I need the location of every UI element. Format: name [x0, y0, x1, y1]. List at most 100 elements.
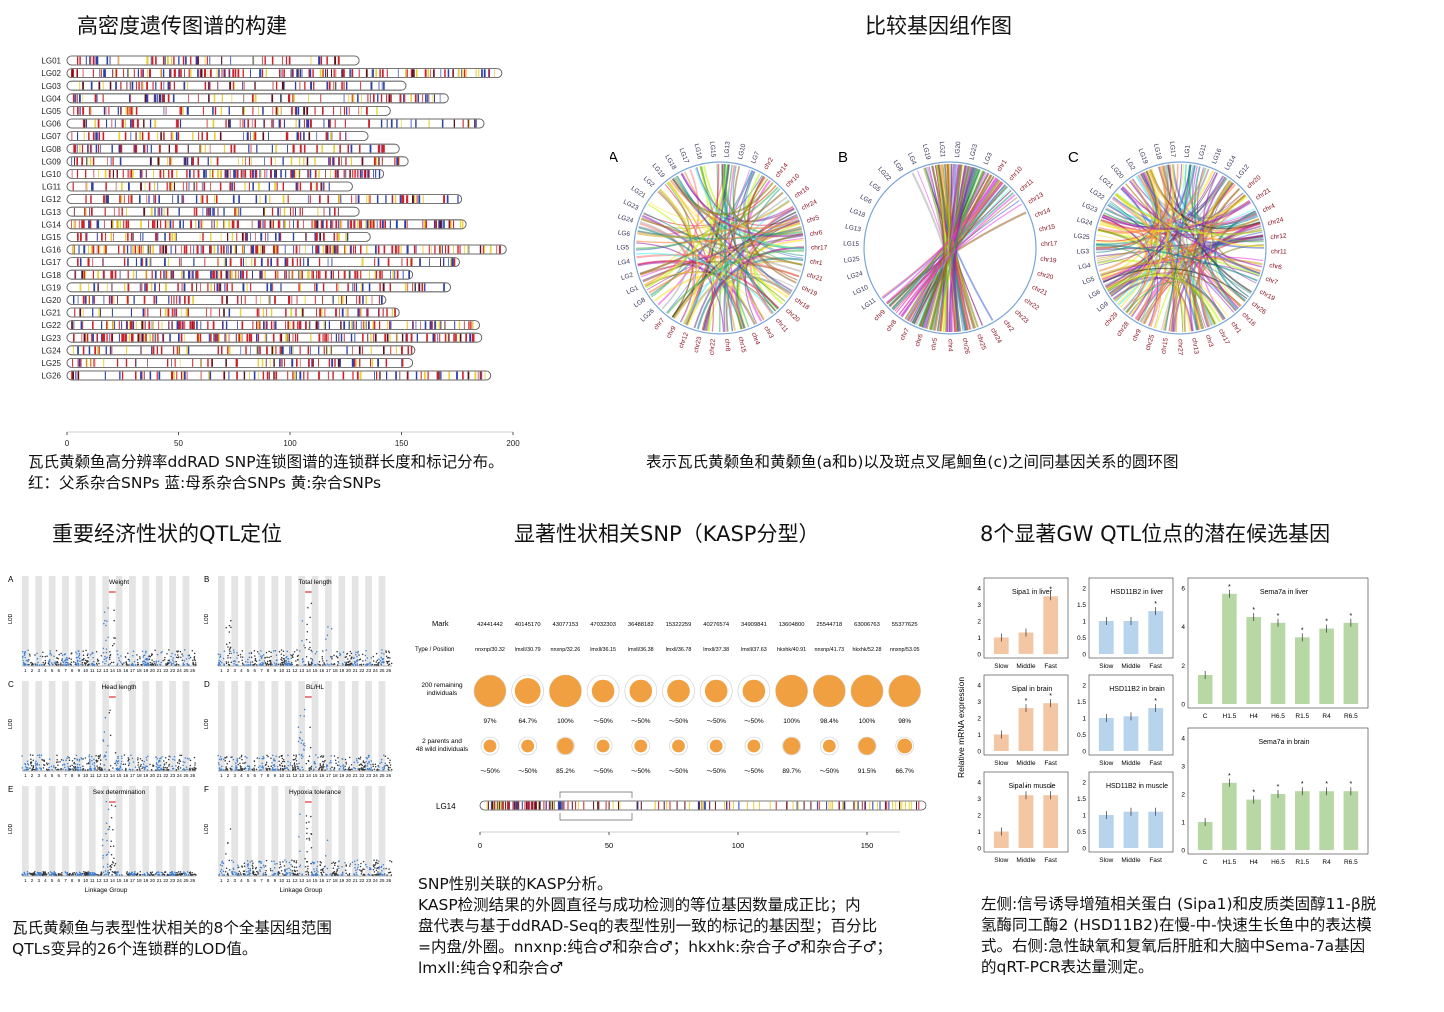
- qtl-lg-tick: 14: [110, 668, 116, 673]
- qtl-point: [304, 745, 306, 747]
- snp-marker: [264, 195, 267, 203]
- lg-outline: [66, 370, 492, 381]
- snp-marker: [223, 258, 225, 266]
- snp-marker: [314, 157, 316, 166]
- snp-marker: [155, 56, 157, 65]
- snp-marker: [234, 170, 236, 178]
- snp-marker: [355, 283, 358, 292]
- qtl-point: [120, 755, 123, 758]
- snp-marker: [453, 333, 455, 342]
- snp-marker: [386, 308, 388, 317]
- snp-marker: [85, 119, 87, 128]
- qtl-lg-tick: 10: [279, 773, 285, 778]
- snp-marker: [297, 132, 300, 140]
- snp-marker: [235, 359, 237, 367]
- snp-marker: [341, 69, 342, 77]
- qtl-point: [347, 768, 349, 771]
- snp-marker: [292, 207, 294, 216]
- circos-label: LG5: [1082, 276, 1096, 287]
- qtl-point: [273, 650, 275, 652]
- snp-marker: [308, 94, 309, 103]
- qtl-point: [330, 769, 332, 771]
- snp-marker: [217, 258, 219, 266]
- qtl-point: [381, 661, 383, 664]
- qtl-point: [124, 769, 127, 771]
- snp-marker: [407, 346, 409, 355]
- snp-marker: [240, 207, 242, 216]
- circos-link: [942, 163, 951, 332]
- snp-marker: [91, 245, 93, 254]
- qtl-point: [114, 762, 116, 765]
- qtl-point: [182, 761, 185, 763]
- qtl-point: [375, 652, 378, 655]
- snp-marker: [299, 69, 302, 77]
- snp-marker: [401, 346, 403, 355]
- snp-marker: [401, 359, 402, 367]
- qtl-point: [93, 764, 96, 767]
- snp-marker: [77, 233, 79, 241]
- qtl-point: [108, 825, 111, 828]
- circos-label: chr20: [784, 307, 801, 323]
- circos-label: chr16: [1240, 311, 1257, 328]
- qtl-point: [145, 658, 148, 661]
- qtl-lg-tick: 2: [31, 773, 34, 778]
- qtl-point: [127, 760, 129, 762]
- qtl-point: [100, 871, 103, 873]
- qtl-point: [380, 761, 383, 764]
- qtl-point: [92, 656, 94, 659]
- qtl-point: [280, 653, 283, 655]
- snp-marker: [143, 119, 145, 128]
- circos-label: chr5: [806, 214, 821, 225]
- qtl-point: [136, 768, 139, 771]
- snp-marker: [159, 245, 161, 254]
- snp-marker: [224, 69, 226, 77]
- snp-marker: [425, 94, 427, 103]
- snp-marker: [223, 207, 225, 216]
- lg-chromosome: [66, 131, 369, 141]
- qtl-point: [104, 768, 106, 771]
- snp-marker: [139, 170, 142, 178]
- snp-marker: [228, 69, 230, 77]
- qtl-point: [107, 874, 110, 876]
- qtl-point: [121, 662, 123, 665]
- circos-label: chr7: [653, 317, 667, 332]
- circos-link: [1102, 267, 1248, 300]
- snp-marker: [422, 195, 424, 203]
- circos-link: [701, 260, 803, 331]
- snp-marker: [180, 333, 183, 342]
- snp-marker: [261, 245, 264, 254]
- snp-marker: [154, 283, 156, 292]
- snp-marker: [90, 207, 93, 216]
- qtl-point: [265, 761, 268, 764]
- snp-marker: [126, 207, 127, 216]
- qtl-point: [149, 763, 151, 766]
- qtl-point: [242, 762, 244, 765]
- snp-marker: [326, 69, 328, 77]
- snp-marker: [97, 132, 99, 140]
- snp-marker: [119, 157, 122, 166]
- qtl-point: [61, 658, 64, 660]
- qtl-point: [67, 664, 70, 666]
- snp-marker: [175, 233, 177, 241]
- snp-marker: [282, 69, 283, 77]
- qtl-point: [88, 871, 90, 874]
- circos-label: chr21: [806, 272, 824, 284]
- snp-marker: [137, 333, 140, 342]
- snp-marker: [459, 245, 461, 254]
- snp-marker: [366, 107, 368, 115]
- snp-marker: [97, 346, 99, 355]
- snp-marker: [206, 308, 207, 317]
- snp-marker: [396, 333, 399, 342]
- qtl-point: [309, 767, 311, 769]
- snp-marker: [101, 233, 103, 241]
- snp-marker: [240, 296, 242, 304]
- qtl-point: [42, 764, 45, 766]
- qtl-point: [318, 767, 321, 770]
- snp-marker: [331, 69, 332, 77]
- qtl-point: [175, 765, 177, 767]
- qtl-point: [104, 716, 107, 719]
- lg-chromosome: [66, 55, 360, 66]
- snp-marker: [127, 283, 130, 292]
- snp-marker: [222, 245, 225, 254]
- snp-marker: [182, 220, 184, 229]
